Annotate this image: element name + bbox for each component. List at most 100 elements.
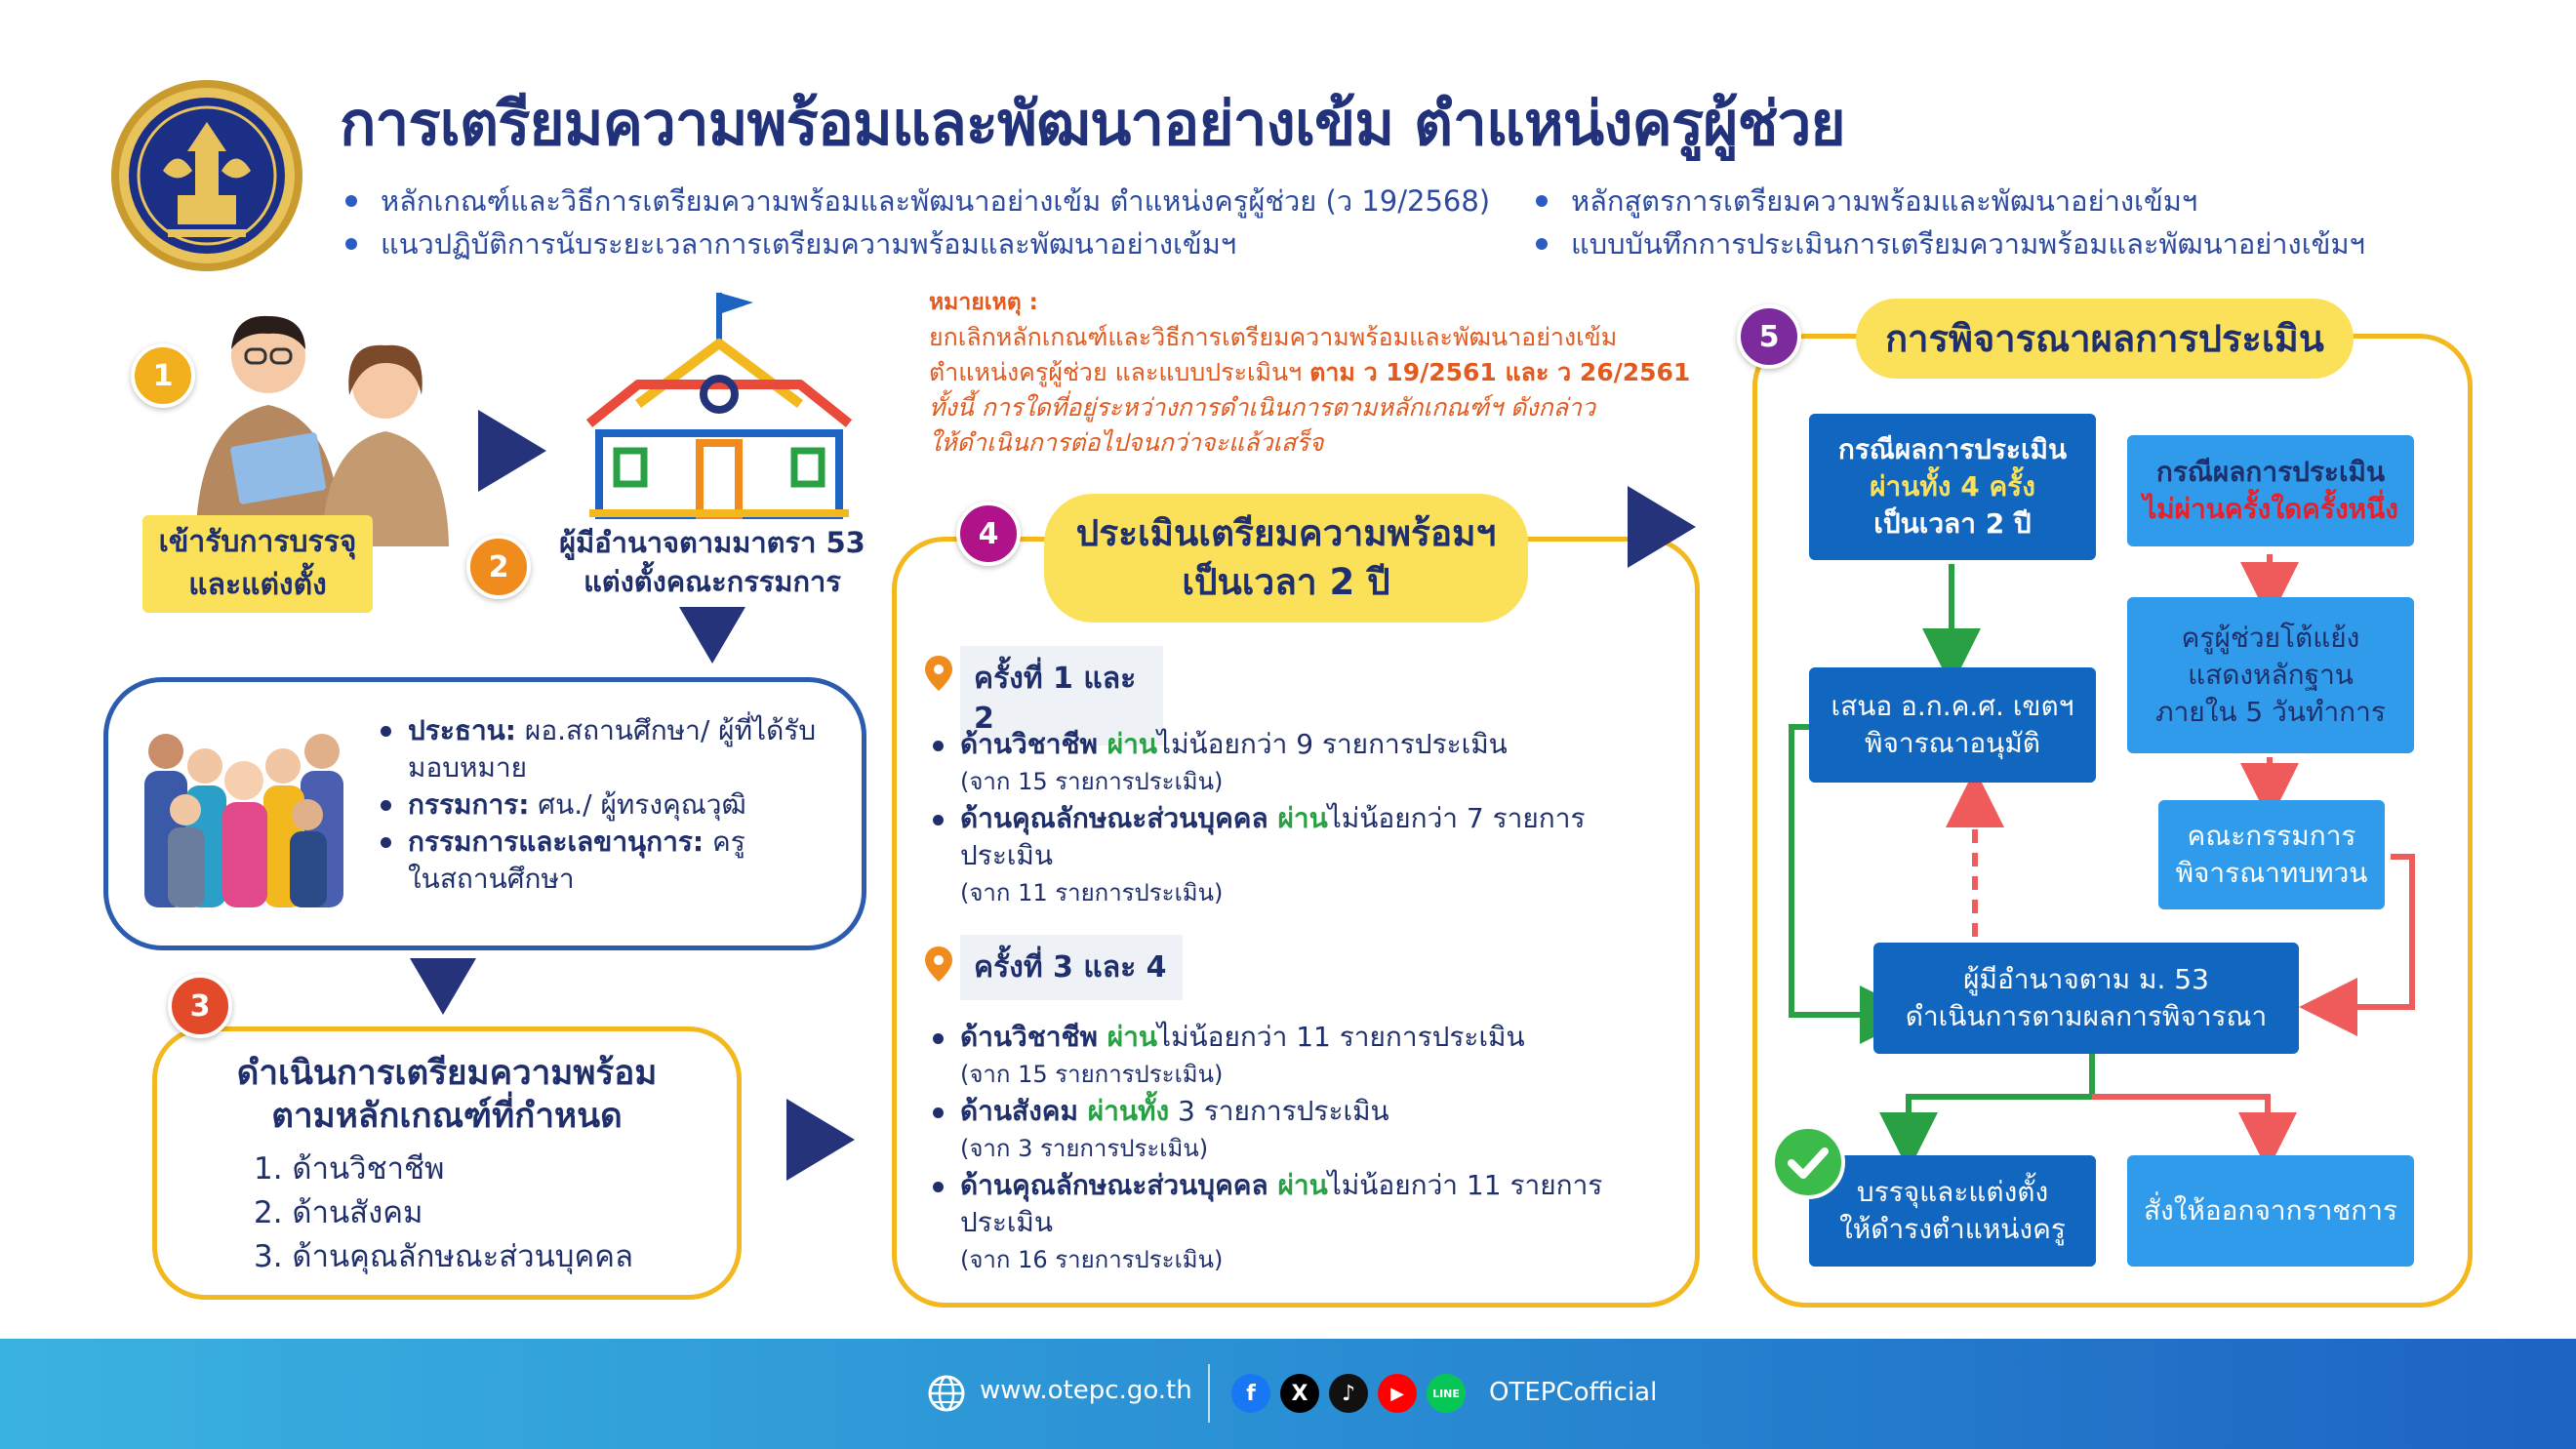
review-line2: พิจารณาทบทวน: [2175, 857, 2368, 889]
committee-secretary-cont: ในสถานศึกษา: [408, 863, 575, 895]
step-4-title: ประเมินเตรียมความพร้อมฯ เป็นเวลา 2 ปี: [1044, 494, 1528, 623]
propose-line1: เสนอ อ.ก.ค.ศ. เขตฯ: [1831, 690, 2074, 722]
step-5-number: 5: [1737, 304, 1801, 369]
r34-professional: ด้านวิชาชีพ ผ่านไม่น้อยกว่า 11 รายการประ…: [927, 1019, 1669, 1056]
step-3-items: 1. ด้านวิชาชีพ 2. ด้านสังคม 3. ด้านคุณลั…: [254, 1147, 633, 1279]
header-bullets-left: หลักเกณฑ์และวิธีการเตรียมความพร้อมและพัฒ…: [340, 180, 1490, 265]
arrow-down-2: [410, 958, 476, 1015]
step-1-label: เข้ารับการบรรจุ และแต่งตั้ง: [142, 515, 373, 613]
arrow-right-1: [478, 410, 546, 492]
footer-bar: www.otepc.go.th f X ♪ ▶ LINE OTEPCoffici…: [0, 1339, 2576, 1449]
step-3-item: 3. ด้านคุณลักษณะส่วนบุคคล: [254, 1239, 633, 1274]
propose-line2: พิจารณาอนุมัติ: [1865, 727, 2040, 759]
committee-member: กรรมการ: ศน./ ผู้ทรงคุณวุฒิ: [375, 786, 843, 824]
r12-professional: ด้านวิชาชีพ ผ่านไม่น้อยกว่า 9 รายการประเ…: [927, 726, 1669, 763]
location-pin-icon: [925, 946, 952, 986]
step-2-label-line2: แต่งตั้งคณะกรรมการ: [584, 565, 841, 598]
r34-professional-sub: (จาก 15 รายการประเมิน): [960, 1061, 1224, 1088]
step-3-title: ดำเนินการเตรียมความพร้อม ตามหลักเกณฑ์ที่…: [152, 1052, 742, 1138]
committee-review-box: คณะกรรมการ พิจารณาทบทวน: [2158, 800, 2385, 909]
arrow-right-3: [1628, 486, 1696, 568]
arrow-right-2: [786, 1099, 855, 1181]
appoint-line2: ให้ดำรงตำแหน่งครู: [1839, 1213, 2066, 1245]
appeal-line3: ภายใน 5 วันทำการ: [2155, 696, 2386, 728]
step-4-title-line1: ประเมินเตรียมความพร้อมฯ: [1075, 512, 1497, 554]
facebook-icon[interactable]: f: [1231, 1374, 1270, 1413]
step-1-label-line2: และแต่งตั้ง: [188, 568, 327, 602]
step-3-item: 1. ด้านวิชาชีพ: [254, 1151, 445, 1187]
x-icon[interactable]: X: [1280, 1374, 1319, 1413]
case-pass-line2: ผ่านทั้ง 4 ครั้ง: [1870, 470, 2035, 503]
note-line4: ให้ดำเนินการต่อไปจนกว่าจะแล้วเสร็จ: [929, 428, 1324, 457]
step-1-label-line1: เข้ารับการบรรจุ: [158, 525, 357, 559]
r12-personal: ด้านคุณลักษณะส่วนบุคคล ผ่านไม่น้อยกว่า 7…: [927, 800, 1669, 837]
r34-social-sub: (จาก 3 รายการประเมิน): [960, 1135, 1209, 1162]
r12-professional-sub: (จาก 15 รายการประเมิน): [960, 768, 1224, 795]
r34-personal-sub: (จาก 16 รายการประเมิน): [960, 1246, 1224, 1273]
authority-action-box: ผู้มีอำนาจตาม ม. 53 ดำเนินการตามผลการพิจ…: [1873, 943, 2299, 1054]
arrow-down-1: [679, 607, 745, 664]
appoint-line1: บรรจุและแต่งตั้ง: [1856, 1176, 2049, 1208]
committee-list: ประธาน: ผอ.สถานศึกษา/ ผู้ที่ได้รับ มอบหม…: [375, 712, 843, 898]
line-icon[interactable]: LINE: [1427, 1374, 1466, 1413]
case-fail-line2: ไม่ผ่านครั้งใดครั้งหนึ่ง: [2143, 493, 2398, 525]
committee-illustration: [127, 722, 361, 907]
step-3-title-line1: ดำเนินการเตรียมความพร้อม: [236, 1054, 658, 1093]
footer-divider: [1208, 1364, 1210, 1423]
r12-personal-cont: ประเมิน: [960, 839, 1054, 871]
school-icon: [580, 287, 859, 521]
propose-approval-box: เสนอ อ.ก.ค.ศ. เขตฯ พิจารณาอนุมัติ: [1809, 667, 2096, 783]
step-3-box: [152, 1026, 742, 1300]
r34-personal-cont: ประเมิน: [960, 1206, 1054, 1238]
note-line3: ทั้งนี้ การใดที่อยู่ระหว่างการดำเนินการต…: [929, 393, 1596, 422]
appoint-box: บรรจุและแต่งตั้ง ให้ดำรงตำแหน่งครู: [1809, 1155, 2096, 1267]
case-pass-line3: เป็นเวลา 2 ปี: [1873, 507, 2032, 540]
dismiss-box: สั่งให้ออกจากราชการ: [2127, 1155, 2414, 1267]
bullet-curriculum-link[interactable]: หลักสูตรการเตรียมความพร้อมและพัฒนาอย่างเ…: [1530, 180, 2365, 222]
teachers-illustration: [176, 302, 459, 546]
case-pass-line1: กรณีผลการประเมิน: [1837, 433, 2068, 465]
note-head: หมายเหตุ :: [929, 290, 1038, 315]
review-line1: คณะกรรมการ: [2187, 820, 2356, 852]
step-2-label: ผู้มีอำนาจตามมาตรา 53 แต่งตั้งคณะกรรมการ: [546, 523, 878, 601]
bullet-guideline-link[interactable]: แนวปฏิบัติการนับระยะเวลาการเตรียมความพร้…: [340, 222, 1490, 265]
appeal-box: ครูผู้ช่วยโต้แย้ง แสดงหลักฐาน ภายใน 5 วั…: [2127, 597, 2414, 753]
bullet-record-form-link[interactable]: แบบบันทึกการประเมินการเตรียมความพร้อมและ…: [1530, 222, 2365, 265]
step-5-title: การพิจารณาผลการประเมิน: [1856, 299, 2354, 379]
checkmark-icon: [1770, 1124, 1846, 1200]
committee-chair-cont: มอบหมาย: [408, 751, 528, 784]
header-bullets-right: หลักสูตรการเตรียมความพร้อมและพัฒนาอย่างเ…: [1530, 180, 2365, 265]
r34-personal: ด้านคุณลักษณะส่วนบุคคล ผ่านไม่น้อยกว่า 1…: [927, 1167, 1669, 1204]
step-4-title-line2: เป็นเวลา 2 ปี: [1182, 561, 1390, 603]
committee-secretary: กรรมการและเลขานุการ: ครู: [375, 824, 843, 861]
tiktok-icon[interactable]: ♪: [1329, 1374, 1368, 1413]
step-1-number: 1: [131, 343, 195, 408]
case-fail-line1: กรณีผลการประเมิน: [2155, 456, 2386, 488]
round-1-2-header: ครั้งที่ 1 และ 2: [960, 646, 1163, 745]
note-block: หมายเหตุ : ยกเลิกหลักเกณฑ์และวิธีการเตรี…: [929, 285, 1690, 461]
note-line1: ยกเลิกหลักเกณฑ์และวิธีการเตรียมความพร้อม…: [929, 323, 1618, 351]
case-fail-box: กรณีผลการประเมิน ไม่ผ่านครั้งใดครั้งหนึ่…: [2127, 435, 2414, 546]
step-3-title-line2: ตามหลักเกณฑ์ที่กำหนด: [271, 1097, 623, 1136]
step-2-number: 2: [466, 535, 531, 599]
appeal-line1: ครูผู้ช่วยโต้แย้ง: [2181, 622, 2360, 654]
youtube-icon[interactable]: ▶: [1378, 1374, 1417, 1413]
globe-icon: [927, 1374, 966, 1417]
step-4-number: 4: [956, 502, 1021, 566]
social-handle[interactable]: OTEPCofficial: [1489, 1378, 1658, 1407]
round-3-4-details: ด้านวิชาชีพ ผ่านไม่น้อยกว่า 11 รายการประ…: [927, 1019, 1669, 1278]
round-3-4-header: ครั้งที่ 3 และ 4: [960, 935, 1183, 1000]
location-pin-icon: [925, 656, 952, 695]
committee-chair: ประธาน: ผอ.สถานศึกษา/ ผู้ที่ได้รับ: [375, 712, 843, 749]
bullet-criteria-link[interactable]: หลักเกณฑ์และวิธีการเตรียมความพร้อมและพัฒ…: [340, 180, 1490, 222]
case-pass-box: กรณีผลการประเมิน ผ่านทั้ง 4 ครั้ง เป็นเว…: [1809, 414, 2096, 560]
seal-logo: [109, 78, 304, 273]
website-link[interactable]: www.otepc.go.th: [980, 1376, 1192, 1405]
r12-personal-sub: (จาก 11 รายการประเมิน): [960, 879, 1224, 906]
page-title: การเตรียมความพร้อมและพัฒนาอย่างเข้ม ตำแห…: [340, 88, 1846, 159]
authority-line1: ผู้มีอำนาจตาม ม. 53: [1963, 963, 2209, 995]
round-1-2-details: ด้านวิชาชีพ ผ่านไม่น้อยกว่า 9 รายการประเ…: [927, 726, 1669, 911]
step-3-item: 2. ด้านสังคม: [254, 1195, 423, 1230]
authority-line2: ดำเนินการตามผลการพิจารณา: [1905, 1000, 2268, 1032]
note-line2: ตำแหน่งครูผู้ช่วย และแบบประเมินฯ ตาม ว 1…: [929, 358, 1691, 386]
